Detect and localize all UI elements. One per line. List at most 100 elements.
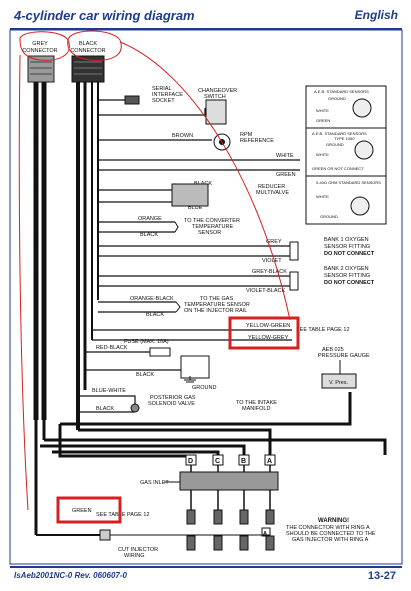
language-label: English — [354, 8, 398, 22]
svg-text:SOLENOID VALVE: SOLENOID VALVE — [148, 401, 195, 407]
black-connector: BLACK CONNECTOR — [70, 41, 106, 83]
svg-text:TO THE GAS: TO THE GAS — [200, 296, 233, 302]
converter-temp-sensor: ORANGE BLACK TO THE CONVERTER TEMPERATUR… — [138, 216, 240, 238]
svg-text:CHANGEOVER: CHANGEOVER — [198, 88, 237, 94]
fuse: FUSE (MAX. 10A) RED-BLACK BLACK GROUND — [96, 339, 216, 391]
header-bar: 4-cylinder car wiring diagram English — [10, 6, 402, 30]
svg-text:A.E.B. STANDARD SENSORS: A.E.B. STANDARD SENSORS — [314, 89, 369, 94]
rpm-reference: BROWN RPM REFERENCE — [172, 132, 274, 151]
svg-text:CONNECTOR: CONNECTOR — [22, 48, 57, 54]
red-annotations — [18, 30, 291, 511]
svg-text:RED-BLACK: RED-BLACK — [96, 345, 128, 351]
svg-text:GREEN OR NOT CONNECT: GREEN OR NOT CONNECT — [312, 166, 364, 171]
pressure-gauge: AEB 025 PRESSURE GAUGE V. Pres. — [318, 347, 370, 389]
svg-text:GREEN: GREEN — [316, 118, 330, 123]
svg-text:GREY: GREY — [266, 239, 282, 245]
svg-text:BLACK: BLACK — [96, 406, 114, 412]
harness-trunk — [33, 82, 387, 536]
svg-text:SENSOR: SENSOR — [198, 230, 221, 236]
svg-text:PRESSURE GAUGE: PRESSURE GAUGE — [318, 353, 370, 359]
svg-text:BLUE: BLUE — [188, 205, 203, 211]
svg-text:TEMPERATURE SENSOR: TEMPERATURE SENSOR — [184, 302, 250, 308]
green-wire: GREEN SEE TABLE PAGE 12 CUT INJECTOR WIR… — [56, 496, 158, 559]
svg-text:BLACK: BLACK — [136, 372, 154, 378]
svg-text:A.E.B. STANDARD SENSORS: A.E.B. STANDARD SENSORS — [312, 131, 367, 136]
svg-text:CONNECTOR: CONNECTOR — [70, 48, 105, 54]
branch-wires — [78, 99, 300, 413]
svg-text:WHITE: WHITE — [316, 108, 329, 113]
svg-text:SENSOR FITTING: SENSOR FITTING — [324, 273, 370, 279]
svg-text:GROUND: GROUND — [328, 96, 346, 101]
svg-text:GROUND: GROUND — [326, 142, 344, 147]
posterior-solenoid-valve: BLUE-WHITE BLACK POSTERIOR GAS SOLENOID … — [92, 388, 196, 413]
svg-text:FUSE (MAX. 10A): FUSE (MAX. 10A) — [124, 339, 169, 345]
injector-rail: D C B A GAS INLET A — [100, 454, 279, 551]
svg-text:BLACK: BLACK — [146, 312, 164, 318]
svg-text:TEMPERATURE: TEMPERATURE — [192, 224, 233, 230]
svg-text:BANK 1 OXYGEN: BANK 1 OXYGEN — [324, 237, 369, 243]
oxygen-sensor-bank2: GREY-BLACK VIOLET-BLACK BANK 2 OXYGEN SE… — [246, 266, 375, 294]
svg-text:SWITCH: SWITCH — [204, 94, 226, 100]
svg-text:BANK 2 OXYGEN: BANK 2 OXYGEN — [324, 266, 369, 272]
serial-interface-socket: SERIAL INTERFACE SOCKET — [124, 86, 183, 105]
red-highlight-box — [56, 496, 122, 524]
diagram-frame — [9, 29, 403, 565]
svg-text:V. Pres.: V. Pres. — [329, 380, 349, 386]
svg-text:B: B — [241, 458, 246, 465]
svg-text:MULTIVALVE: MULTIVALVE — [256, 190, 289, 196]
svg-text:WHITE: WHITE — [316, 152, 329, 157]
svg-text:TO THE INTAKE: TO THE INTAKE — [236, 400, 277, 406]
svg-text:WHITE: WHITE — [316, 194, 329, 199]
svg-text:SENSOR FITTING: SENSOR FITTING — [324, 244, 370, 250]
svg-text:MANIFOLD: MANIFOLD — [242, 406, 270, 412]
svg-text:C: C — [215, 458, 220, 465]
svg-text:D: D — [188, 458, 193, 465]
svg-text:SOCKET: SOCKET — [152, 98, 175, 104]
svg-text:REFERENCE: REFERENCE — [240, 138, 274, 144]
red-highlight-box — [228, 316, 300, 350]
warning-note: WARNING! THE CONNECTOR WITH RING A SHOUL… — [286, 518, 376, 543]
svg-text:0-40Ω OHM STANDARD SENSORS: 0-40Ω OHM STANDARD SENSORS — [316, 180, 381, 185]
oxygen-sensor-bank1: GREY VIOLET BANK 1 OXYGEN SENSOR FITTING… — [262, 237, 375, 264]
svg-text:WIRING: WIRING — [124, 553, 144, 559]
svg-text:BLACK: BLACK — [79, 41, 97, 47]
svg-text:INTERFACE: INTERFACE — [152, 92, 183, 98]
svg-text:ON THE INJECTOR RAIL: ON THE INJECTOR RAIL — [184, 308, 247, 314]
svg-text:GAS INJECTOR WITH RING A: GAS INJECTOR WITH RING A — [292, 537, 369, 543]
reducer-multivalve: BLACK BLUE REDUCER MULTIVALVE — [171, 181, 289, 211]
svg-text:WARNING!: WARNING! — [318, 518, 349, 524]
svg-text:YELLOW-GREEN: YELLOW-GREEN — [246, 323, 290, 329]
svg-text:YELLOW-GREY: YELLOW-GREY — [248, 335, 289, 341]
svg-text:BROWN: BROWN — [172, 133, 193, 139]
svg-text:WHITE: WHITE — [276, 153, 294, 159]
svg-text:GROUND: GROUND — [320, 214, 338, 219]
svg-text:GAS INLET: GAS INLET — [140, 480, 169, 486]
svg-text:VIOLET-BLACK: VIOLET-BLACK — [246, 288, 285, 294]
svg-text:CUT INJECTOR: CUT INJECTOR — [118, 547, 158, 553]
svg-text:AEB 025: AEB 025 — [322, 347, 344, 353]
svg-text:BLUE-WHITE: BLUE-WHITE — [92, 388, 126, 394]
page-number: 13-27 — [367, 570, 396, 582]
svg-text:REDUCER: REDUCER — [258, 184, 285, 190]
svg-text:GREEN: GREEN — [276, 172, 296, 178]
svg-text:GROUND: GROUND — [192, 385, 216, 391]
svg-text:POSTERIOR GAS: POSTERIOR GAS — [150, 395, 196, 401]
footer-bar: IsAeb2001NC-0 Rev. 060607-0 13-27 — [10, 566, 402, 586]
svg-text:SEE TABLE PAGE 12: SEE TABLE PAGE 12 — [96, 512, 150, 518]
gas-temp-sensor: ORANGE-BLACK BLACK TO THE GAS TEMPERATUR… — [130, 296, 250, 318]
svg-text:BLACK: BLACK — [140, 232, 158, 238]
yellow-wires: YELLOW-GREEN YELLOW-GREY SEE TABLE PAGE … — [228, 316, 350, 350]
svg-text:ORANGE: ORANGE — [138, 216, 162, 222]
svg-text:THE CONNECTOR WITH RING A: THE CONNECTOR WITH RING A — [286, 525, 370, 531]
svg-text:TYPE 1050: TYPE 1050 — [334, 136, 355, 141]
svg-text:RPM: RPM — [240, 132, 253, 138]
svg-text:DO NOT CONNECT: DO NOT CONNECT — [324, 251, 375, 257]
svg-text:SERIAL: SERIAL — [152, 86, 172, 92]
svg-text:GREY: GREY — [32, 41, 48, 47]
svg-text:A: A — [263, 531, 267, 537]
svg-text:DO NOT CONNECT: DO NOT CONNECT — [324, 280, 375, 286]
svg-text:ORANGE-BLACK: ORANGE-BLACK — [130, 296, 174, 302]
svg-text:GREEN: GREEN — [72, 508, 92, 514]
